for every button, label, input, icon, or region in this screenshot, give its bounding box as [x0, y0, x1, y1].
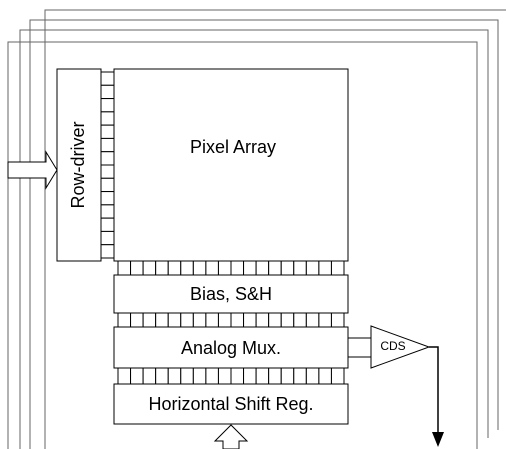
pixel-array-block: Pixel Array [113, 68, 349, 262]
column-connector [268, 367, 282, 385]
column-connector [318, 312, 332, 328]
column-connector [243, 260, 257, 276]
row-driver-connectors [100, 71, 115, 259]
column-connector [205, 367, 219, 385]
column-connector [293, 367, 307, 385]
cds-amplifier: CDS [370, 325, 431, 369]
row-connector [100, 137, 115, 153]
row-connector [100, 151, 115, 166]
column-connector [318, 260, 332, 276]
column-connector [230, 260, 245, 276]
column-connector [142, 312, 157, 328]
column-connector [268, 260, 282, 276]
shift-reg-input-arrow [213, 424, 249, 449]
row-connector [100, 217, 115, 232]
analog-mux-block: Analog Mux. [113, 326, 349, 369]
pixel-array-label: Pixel Array [190, 137, 276, 157]
column-connector [230, 312, 245, 328]
column-connectors-array-to-bias [117, 260, 345, 276]
column-connector [217, 312, 232, 328]
row-driver-block: Row-driver [56, 68, 102, 262]
column-connector [117, 260, 132, 276]
column-connector [117, 367, 132, 385]
row-connector [100, 164, 115, 179]
column-connector [155, 367, 169, 385]
column-connectors-mux-to-shift [117, 367, 345, 385]
column-connector [155, 312, 169, 328]
row-connector [100, 124, 115, 139]
row-connector [100, 230, 115, 246]
row-input-arrow [7, 150, 58, 190]
row-connector [100, 111, 115, 126]
horizontal-shift-reg-block: Horizontal Shift Reg. [113, 383, 349, 425]
column-connector [180, 367, 194, 385]
column-connector [293, 312, 307, 328]
column-connector [255, 367, 270, 385]
column-connector [330, 312, 345, 328]
row-connector [100, 98, 115, 113]
row-connector [100, 244, 115, 259]
row-connector [100, 71, 115, 86]
column-connector [130, 367, 144, 385]
column-connector [192, 367, 207, 385]
row-connector [100, 204, 115, 219]
column-connector [217, 367, 232, 385]
mux-to-cds-connector [348, 337, 371, 358]
column-connector [330, 260, 345, 276]
column-connector [243, 367, 257, 385]
output-arrow [429, 346, 444, 447]
column-connector [305, 367, 320, 385]
row-connector [100, 191, 115, 206]
column-connector [142, 260, 157, 276]
column-connector [280, 312, 295, 328]
column-connector [117, 312, 132, 328]
analog-mux-label: Analog Mux. [181, 338, 281, 358]
column-connector [255, 260, 270, 276]
row-connector [100, 84, 115, 100]
column-connector [268, 312, 282, 328]
column-connector [205, 312, 219, 328]
bias-sh-block: Bias, S&H [113, 274, 349, 314]
row-driver-label: Row-driver [68, 121, 88, 208]
column-connectors-bias-to-mux [117, 312, 345, 328]
column-connector [305, 260, 320, 276]
column-connector [155, 260, 169, 276]
column-connector [243, 312, 257, 328]
column-connector [130, 260, 144, 276]
horizontal-shift-reg-label: Horizontal Shift Reg. [148, 394, 313, 414]
cds-label: CDS [380, 339, 405, 353]
column-connector [130, 312, 144, 328]
column-connector [167, 260, 182, 276]
column-connector [280, 260, 295, 276]
column-connector [180, 260, 194, 276]
column-connector [255, 312, 270, 328]
column-connector [318, 367, 332, 385]
column-connector [330, 367, 345, 385]
column-connector [217, 260, 232, 276]
bias-sh-label: Bias, S&H [190, 284, 272, 304]
column-connector [167, 367, 182, 385]
column-connector [280, 367, 295, 385]
column-connector [305, 312, 320, 328]
chip-stack-outlines [7, 9, 506, 449]
column-connector [205, 260, 219, 276]
column-connector [142, 367, 157, 385]
column-connector [192, 260, 207, 276]
row-connector [100, 177, 115, 193]
column-connector [180, 312, 194, 328]
column-connector [192, 312, 207, 328]
column-connector [167, 312, 182, 328]
column-connector [293, 260, 307, 276]
column-connector [230, 367, 245, 385]
